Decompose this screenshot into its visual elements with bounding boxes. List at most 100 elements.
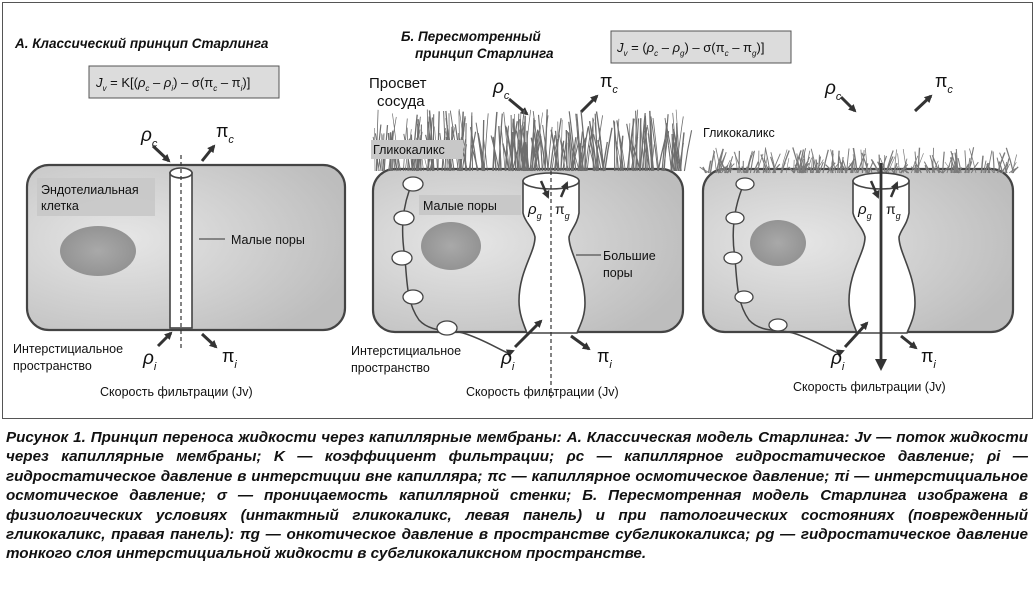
glycocalyx-strand (650, 116, 659, 172)
glycocalyx-strand (639, 113, 646, 172)
glycocalyx-strand (887, 156, 896, 174)
glycocalyx-strand (1004, 161, 1008, 174)
glycocalyx-strand (532, 111, 541, 172)
glycocalyx-strand (652, 118, 660, 172)
panel-c: ρc πc Гликокаликс ρg πg ρi πi Скорость ф… (699, 71, 1019, 394)
glycocalyx-strand (996, 152, 1006, 174)
glycocalyx-strand (852, 147, 858, 174)
glycocalyx-strand (811, 162, 819, 174)
panel-b-equation-box (610, 30, 792, 64)
glycocalyx-strand (942, 151, 945, 174)
rho-i-symbol-b: ρi (500, 348, 515, 373)
pi-i-arrow (200, 332, 218, 349)
glycocalyx-strand (806, 157, 812, 174)
glycocalyx-strand (650, 128, 653, 172)
glycocalyx-strand (530, 140, 538, 172)
panel-b-title-line1: Б. Пересмотренный (401, 29, 542, 44)
glycocalyx-strand (729, 163, 732, 174)
panel-a-equation: Jv = K[(ρc – ρi) – σ(πc – πi)] (95, 75, 250, 93)
glycocalyx-strand (479, 145, 485, 172)
glycocalyx-strand (734, 152, 738, 174)
glycocalyx-strand (683, 130, 693, 172)
glycocalyx-strand (643, 141, 651, 172)
glycocalyx-strand (879, 157, 887, 174)
glycocalyx-strand (635, 110, 638, 172)
glycocalyx-strand (895, 166, 899, 174)
glycocalyx-strand (744, 166, 749, 174)
glycocalyx-strand (702, 166, 707, 174)
glycocalyx-strand (817, 156, 822, 174)
glycocalyx-strand (741, 166, 746, 174)
pi-c-symbol: πc (216, 121, 234, 146)
glycocalyx-strand (547, 126, 553, 172)
glycocalyx-strand (524, 142, 527, 172)
glycocalyx-strand (672, 128, 682, 172)
glycocalyx-strand (504, 125, 514, 172)
glycocalyx-strand (715, 148, 724, 174)
glycocalyx-strand (551, 139, 558, 172)
glycocalyx-strand (533, 130, 540, 172)
glycocalyx-strand (893, 162, 898, 174)
glycocalyx-strand (809, 167, 812, 174)
glycocalyx-strand (580, 140, 584, 172)
rho-c-arrow-c (839, 95, 857, 113)
glycocalyx-strand (492, 111, 498, 172)
glycocalyx-strand (992, 151, 995, 174)
pi-i-symbol-b: πi (597, 346, 612, 371)
large-pores-label-line2: поры (603, 266, 633, 280)
glycocalyx-strand (1012, 154, 1018, 174)
glycocalyx-strand (480, 142, 485, 172)
glycocalyx-strand (762, 147, 767, 174)
glycocalyx-strand (805, 150, 811, 174)
glycocalyx-strand (526, 130, 529, 172)
glycocalyx-strand (885, 150, 894, 174)
glycocalyx-strand (923, 161, 931, 174)
rho-c-arrow (151, 144, 171, 163)
glycocalyx-strand (567, 136, 570, 172)
glycocalyx-strand (560, 119, 563, 172)
glycocalyx-strand (565, 129, 568, 172)
glycocalyx-strand (587, 126, 596, 172)
rho-i-arrow (156, 331, 173, 348)
glycocalyx-label-b: Гликокаликс (373, 143, 445, 157)
glycocalyx-strand (812, 159, 815, 174)
glycocalyx-strand (534, 136, 542, 172)
interstitial-label-b-line2: пространство (351, 361, 430, 375)
glycocalyx-strand (719, 152, 727, 174)
filtration-label-c: Скорость фильтрации (Jv) (793, 380, 946, 394)
glycocalyx-strand (568, 121, 575, 172)
glycocalyx-strand (844, 161, 854, 174)
glycocalyx-damaged (699, 147, 1019, 174)
glycocalyx-strand (537, 114, 543, 172)
glycocalyx-strand (471, 115, 474, 172)
glycocalyx-strand (713, 150, 717, 174)
glycocalyx-strand (500, 125, 506, 172)
glycocalyx-strand (483, 113, 489, 172)
glycocalyx-strand (969, 148, 977, 174)
glycocalyx-strand (657, 138, 666, 172)
small-pores-path-b (401, 180, 509, 354)
endothelial-label-bg (37, 178, 155, 216)
glycocalyx-strand (719, 159, 727, 174)
lumen-label-line1: Просвет (369, 75, 427, 92)
glycocalyx-strand (643, 130, 647, 172)
large-pores-label-line1: Большие (603, 249, 656, 263)
glycocalyx-strand (942, 165, 951, 174)
glycocalyx-strand (949, 157, 956, 174)
small-pores-label-b: Малые поры (423, 199, 497, 213)
glycocalyx-strand (780, 149, 788, 174)
glycocalyx-strand (929, 155, 936, 174)
pi-c-symbol-c: πc (935, 71, 953, 96)
glycocalyx-strand (593, 134, 602, 172)
glycocalyx-strand (604, 127, 613, 172)
pi-i-symbol-c: πi (921, 346, 936, 371)
endothelial-label-line1: Эндотелиальная (41, 183, 139, 197)
glycocalyx-strand (931, 154, 940, 174)
glycocalyx-strand (780, 162, 786, 174)
glycocalyx-strand (631, 144, 641, 172)
glycocalyx-strand (964, 163, 970, 174)
cell-nucleus-b (421, 222, 481, 270)
large-pore-b (518, 180, 586, 334)
glycocalyx-strand (513, 137, 519, 172)
pi-i-symbol: πi (222, 346, 237, 371)
